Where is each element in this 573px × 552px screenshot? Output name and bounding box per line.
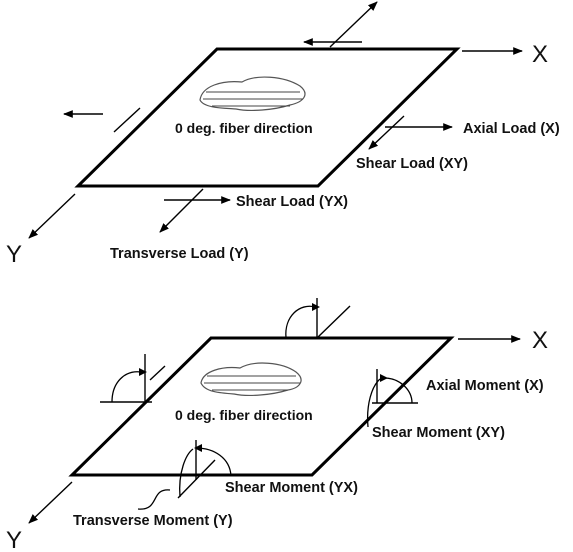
- shear-load-yx-label: Shear Load (YX): [236, 194, 348, 210]
- left-edge-moment-icon: [100, 354, 166, 403]
- top-fiber-direction-label: 0 deg. fiber direction: [175, 120, 313, 136]
- transverse-moment-leader: [137, 489, 171, 510]
- top-shear-xy-arrow: [368, 115, 405, 150]
- top-fiber-direction-icon: [199, 76, 306, 111]
- shear-moment-xy-arc: [366, 378, 381, 428]
- bottom-y-axis-label: Y: [6, 527, 22, 552]
- top-y-axis-arrow: [28, 193, 76, 239]
- shear-load-xy-label: Shear Load (XY): [356, 156, 468, 172]
- axial-load-label: Axial Load (X): [463, 121, 560, 137]
- bottom-fiber-direction-icon: [200, 362, 302, 396]
- bottom-diagram: 0 deg. fiber direction X Y: [6, 298, 548, 552]
- bottom-y-axis-arrow: [28, 481, 73, 524]
- transverse-load-label: Transverse Load (Y): [110, 246, 249, 262]
- bottom-fiber-direction-label: 0 deg. fiber direction: [175, 407, 313, 423]
- top-y-axis-label: Y: [6, 241, 22, 268]
- shear-moment-xy-label: Shear Moment (XY): [372, 425, 505, 441]
- shear-moment-yx-label: Shear Moment (YX): [225, 480, 358, 496]
- top-shear-xy-edge-arrow: [329, 1, 378, 48]
- top-transverse-arrow: [159, 188, 204, 233]
- top-x-axis-label: X: [532, 41, 548, 68]
- bottom-x-axis-label: X: [532, 327, 548, 354]
- bottom-lamina-plate: [68, 336, 455, 477]
- axial-moment-icon: [372, 369, 418, 404]
- shear-moment-yx-icon: [177, 440, 232, 499]
- top-lamina-plate: [74, 47, 461, 188]
- transverse-moment-label: Transverse Moment (Y): [73, 513, 233, 529]
- top-edge-moment-icon: [285, 298, 351, 339]
- axial-moment-label: Axial Moment (X): [426, 378, 544, 394]
- top-shear-left-tick: [113, 107, 141, 133]
- top-diagram: 0 deg. fiber direction X Y Axial Load (X…: [6, 1, 560, 268]
